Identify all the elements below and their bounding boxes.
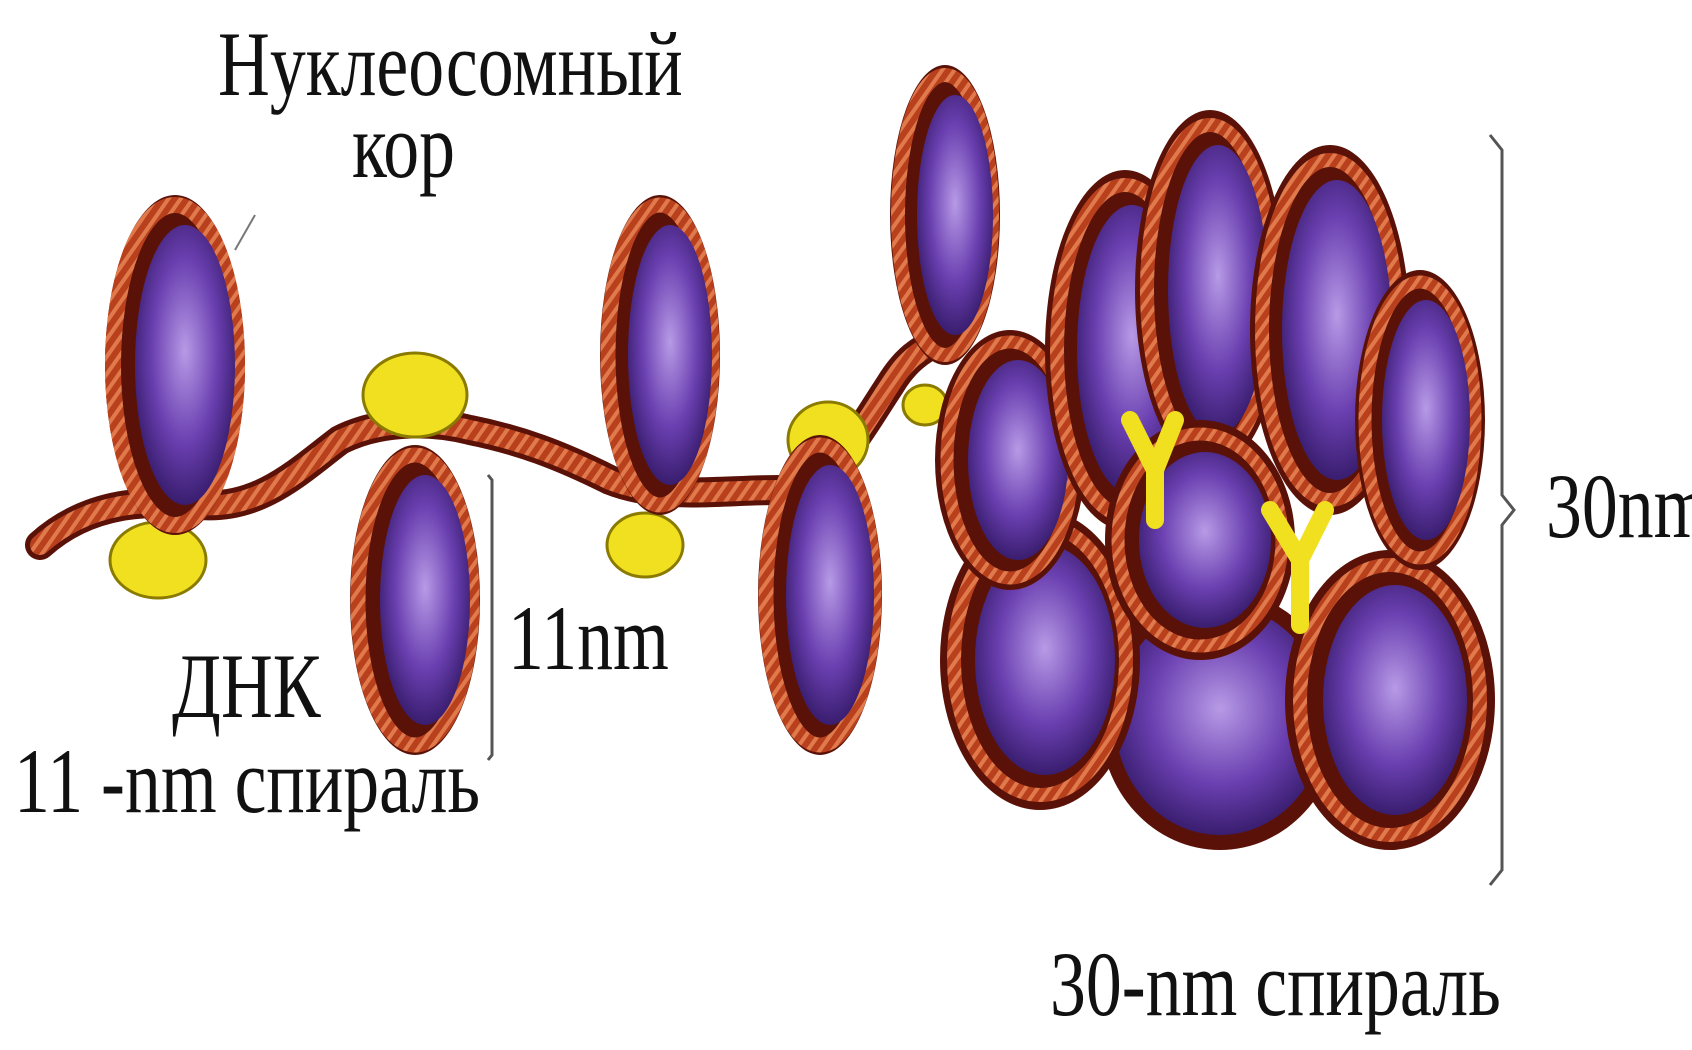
nucleosome [600, 195, 720, 515]
solenoid-30nm [935, 110, 1495, 850]
spiral-11nm-label: 11 -nm спираль [14, 735, 480, 827]
nucleosome [890, 65, 1000, 365]
size-30nm-label: 30nm [1546, 460, 1692, 552]
nucleosome [105, 195, 245, 535]
spiral-30nm-label: 30-nm спираль [1050, 938, 1501, 1030]
linker-histone [363, 353, 467, 437]
linker-histone [110, 522, 206, 598]
dna-label: ДНК [172, 640, 321, 732]
linker-histone [607, 513, 683, 577]
core-pointer [235, 215, 255, 250]
bracket-11nm [488, 475, 492, 760]
nucleosome [758, 435, 882, 755]
bracket-30nm [1490, 135, 1514, 885]
nucleosome-core-label-line2: кор [352, 100, 455, 192]
size-11nm-label: 11nm [508, 592, 669, 684]
nucleosome [350, 445, 480, 755]
